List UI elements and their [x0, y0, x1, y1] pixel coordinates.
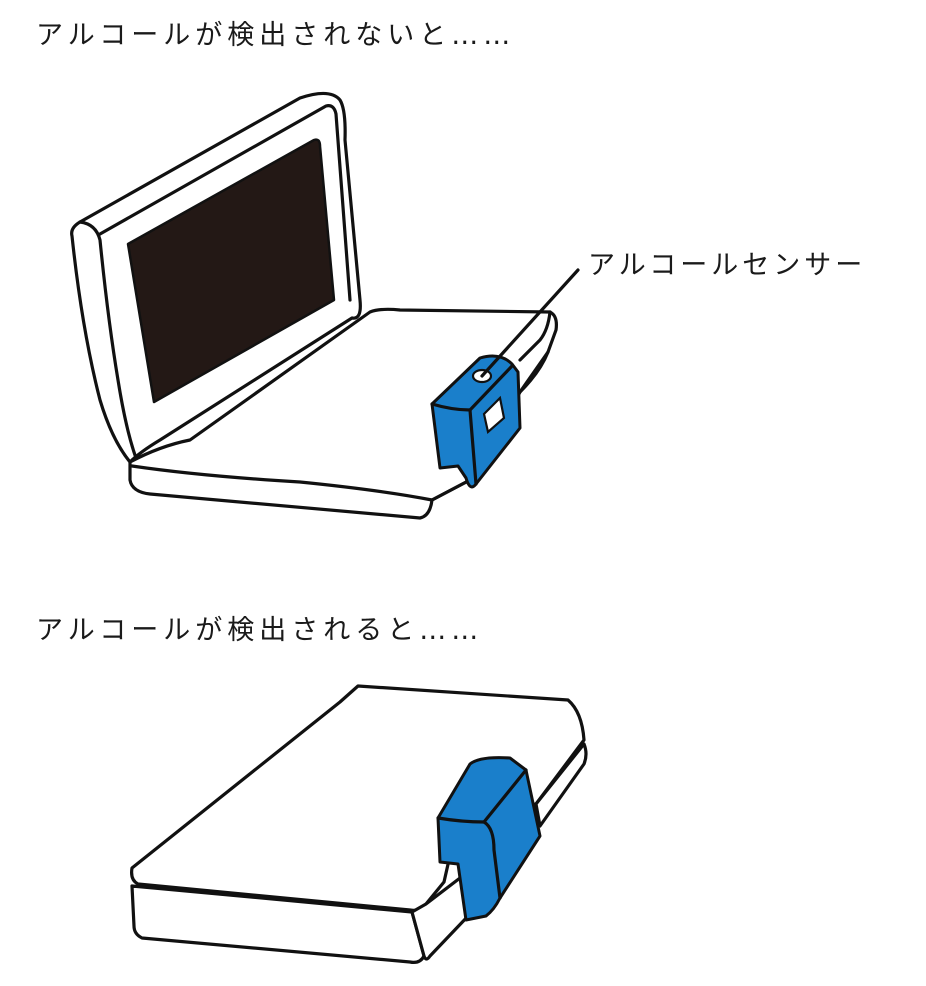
laptop-screen: [126, 138, 336, 404]
laptop-base-right-edge: [518, 310, 552, 362]
sensor-body: [430, 354, 522, 489]
alcohol-sensor: [430, 268, 580, 489]
sensor-top-edge: [468, 364, 514, 412]
closed-laptop-front: [130, 884, 426, 964]
closed-laptop: [130, 684, 588, 964]
caption-not-detected: アルコールが検出されないと……: [36, 20, 516, 51]
closed-laptop-right-side: [534, 742, 588, 828]
laptop-base-front-edge: [130, 464, 434, 502]
sensor-window: [482, 395, 506, 435]
laptop-lid-bezel: [98, 104, 352, 302]
sensor-closed-top-edge: [482, 768, 528, 824]
sensor-leader-line: [480, 268, 580, 378]
sensor-label: アルコールセンサー: [588, 250, 867, 281]
alcohol-sensor-closed: [436, 756, 542, 922]
caption-detected: アルコールが検出されると……: [36, 615, 484, 646]
laptop-lid-inner-edge: [78, 220, 138, 460]
open-laptop-illustration: [70, 91, 580, 520]
